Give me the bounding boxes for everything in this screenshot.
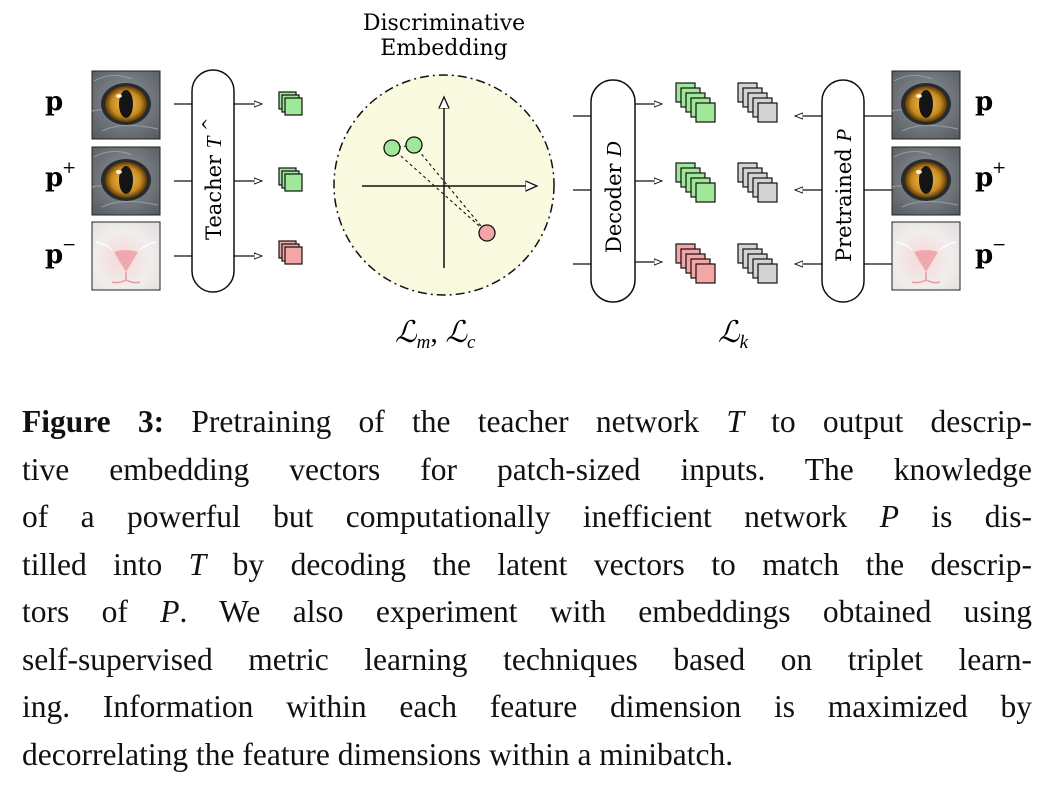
decoder-output-negative-square: [695, 263, 716, 284]
pretrained-output-arrows: [795, 116, 822, 264]
caption-line: ing. Information within each feature dim…: [22, 683, 1032, 731]
embedding-title-line1: Discriminative: [363, 11, 525, 36]
caption-text: ing. Information within each feature dim…: [22, 689, 1032, 724]
caption-text: decorrelating the feature dimensions wit…: [22, 736, 734, 772]
decoder-block: Decoder D: [590, 79, 636, 303]
pretrained-label: Pretrained: [832, 142, 856, 262]
left-label-p: p: [45, 87, 63, 117]
left-label-p-plus: p +: [45, 158, 76, 193]
embedding-space: [333, 74, 555, 296]
svg-text:p: p: [975, 240, 993, 270]
distance-line-positive-negative: [413, 144, 487, 233]
caption-text: . We also experiment with embeddings obt…: [179, 594, 1033, 629]
decoder-output-arrows: [635, 104, 662, 262]
teacher-embedding-negative-square: [284, 246, 303, 265]
teacher-input-lines: [174, 103, 192, 257]
caption-line: decorrelating the feature dimensions wit…: [22, 731, 1032, 779]
right-label-p-plus: p +: [975, 158, 1006, 193]
pretrained-input-lines: [864, 115, 892, 265]
figure-caption: Figure 3: Pretraining of the teacher net…: [22, 398, 1032, 778]
decoder-output-anchor: [675, 82, 716, 123]
caption-line: tilled into T by decoding the latent vec…: [22, 541, 1032, 589]
decoder-symbol: D: [602, 142, 626, 158]
svg-text:ℒk: ℒk: [718, 316, 749, 353]
caption-label: Figure 3:: [22, 404, 192, 439]
caption-text: to output descrip-: [743, 404, 1032, 439]
left-label-p-minus: p −: [45, 235, 76, 270]
decoder-output-anchor-square: [695, 102, 716, 123]
caption-text: is dis-: [898, 499, 1032, 534]
pretrained-descriptor-positive-square: [757, 182, 778, 203]
teacher-network-block: Teacher T ^: [191, 69, 235, 293]
teacher-embeddings: [278, 91, 303, 265]
svg-text:p: p: [975, 163, 993, 193]
decoder-input-lines: [573, 115, 591, 265]
patch-image-nose-negative-right: [891, 221, 961, 291]
embedding-title-line2: Embedding: [380, 36, 507, 61]
caption-symbol-teacher: T: [726, 404, 744, 439]
teacher-label: Teacher: [202, 148, 226, 240]
svg-text:+: +: [62, 158, 76, 178]
pretrained-network-block: Pretrained P: [821, 79, 865, 303]
caption-text: tilled into: [22, 546, 189, 582]
embedding-point-positive: [405, 136, 423, 154]
svg-text:Teacher T: Teacher T: [202, 135, 226, 240]
caption-symbol-pretrained: P: [160, 594, 180, 629]
teacher-embedding-negative: [278, 240, 303, 265]
svg-text:p: p: [975, 87, 993, 117]
svg-text:Pretrained P: Pretrained P: [832, 129, 856, 262]
descriptor-stacks: [675, 82, 778, 284]
patch-image-eye-anchor-right: [891, 70, 961, 140]
teacher-embedding-positive-square: [284, 173, 303, 192]
caption-line: tors of P. We also experiment with embed…: [22, 588, 1032, 636]
caption-symbol-teacher: T: [188, 546, 207, 582]
caption-line: tive embedding vectors for patch-sized i…: [22, 446, 1032, 494]
patch-image-eye-anchor: [91, 70, 161, 140]
caption-line: Figure 3: Pretraining of the teacher net…: [22, 398, 1032, 446]
svg-text:p: p: [45, 87, 63, 117]
pretrained-descriptor-anchor: [737, 82, 778, 123]
teacher-output-arrows: [234, 104, 262, 256]
decoder-output-negative: [675, 243, 716, 284]
caption-text: by decoding the latent vectors to match …: [206, 546, 1032, 582]
svg-text:−: −: [992, 235, 1006, 255]
patch-image-nose-negative: [91, 221, 161, 291]
teacher-embedding-positive: [278, 167, 303, 192]
figure-diagram: p p + p − Teacher T ^ Discriminative Emb…: [0, 0, 1050, 370]
caption-symbol-pretrained: P: [879, 499, 899, 534]
caption-text: of a powerful but computationally ineffi…: [22, 499, 880, 534]
pretrained-descriptor-positive: [737, 162, 778, 203]
svg-text:Decoder D: Decoder D: [602, 142, 626, 253]
caption-text: self-supervised metric learning techniqu…: [22, 641, 1032, 677]
patch-image-eye-positive: [91, 146, 161, 216]
teacher-embedding-anchor-square: [284, 97, 303, 116]
caption-text: tive embedding vectors for patch-sized i…: [22, 451, 1032, 487]
pretrained-symbol: P: [832, 129, 856, 143]
embedding-point-negative: [478, 224, 496, 242]
teacher-embedding-anchor: [278, 91, 303, 116]
caption-line: of a powerful but computationally ineffi…: [22, 493, 1032, 541]
teacher-hat: ^: [199, 118, 218, 131]
pretrained-descriptor-negative-square: [757, 263, 778, 284]
svg-text:p: p: [45, 163, 63, 193]
teacher-symbol: T: [202, 135, 226, 148]
right-label-p: p: [975, 87, 993, 117]
svg-text:+: +: [992, 158, 1006, 178]
loss-knowledge-distillation: ℒk: [718, 316, 749, 353]
decoder-output-positive: [675, 162, 716, 203]
decoder-output-positive-square: [695, 182, 716, 203]
svg-text:ℒm, ℒc: ℒm, ℒc: [395, 316, 476, 353]
patch-image-eye-positive-right: [891, 146, 961, 216]
embedding-point-anchor: [383, 139, 401, 157]
pretrained-descriptor-anchor-square: [757, 102, 778, 123]
svg-text:−: −: [62, 235, 76, 255]
right-label-p-minus: p −: [975, 235, 1006, 270]
decoder-label: Decoder: [602, 157, 626, 253]
caption-text: tors of: [22, 594, 161, 629]
loss-metric-compactness: ℒm, ℒc: [395, 316, 476, 353]
caption-text: Pretraining of the teacher network: [191, 404, 727, 439]
pretrained-descriptor-negative: [737, 243, 778, 284]
caption-line: self-supervised metric learning techniqu…: [22, 636, 1032, 684]
svg-text:p: p: [45, 240, 63, 270]
